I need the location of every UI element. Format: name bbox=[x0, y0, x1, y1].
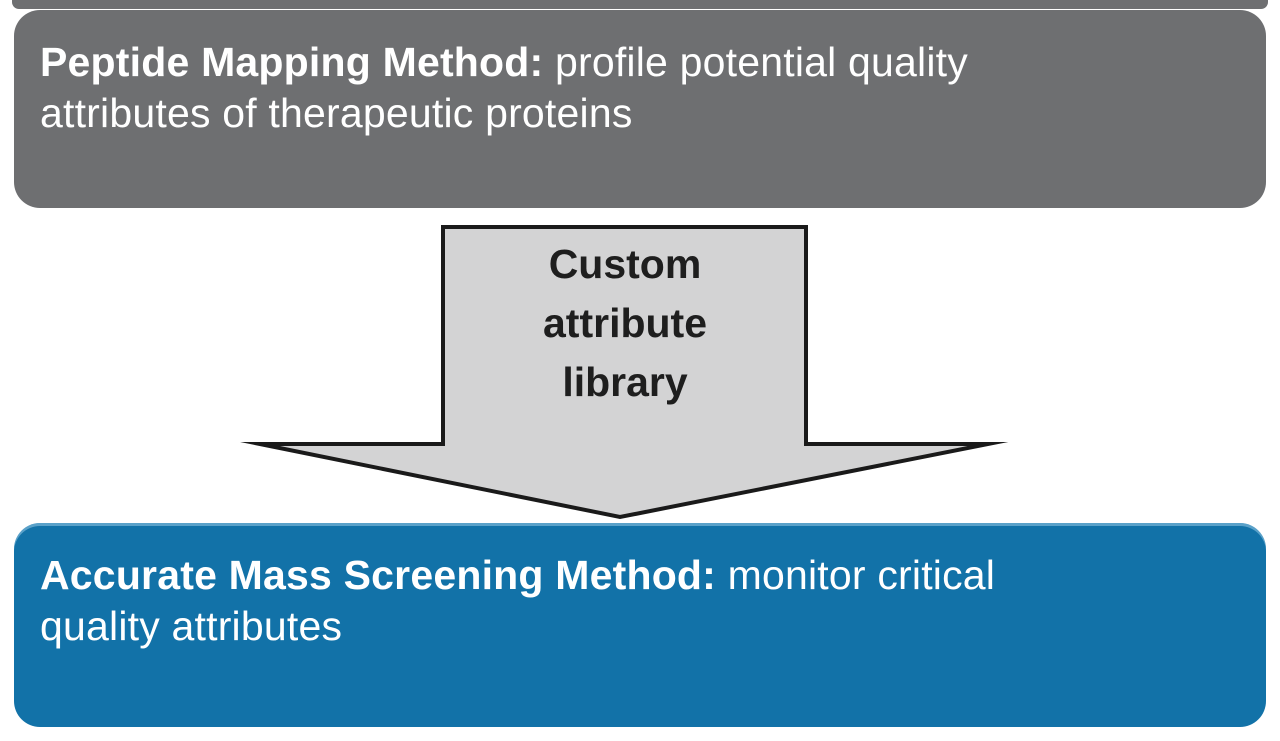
arrow-label-line3: library bbox=[562, 359, 688, 405]
arrow-label: Custom attribute library bbox=[443, 235, 807, 412]
accurate-mass-box-text-line2: quality attributes bbox=[40, 603, 343, 649]
accurate-mass-box-title: Accurate Mass Screening Method: bbox=[40, 552, 717, 598]
peptide-mapping-box-text-line2: attributes of therapeutic proteins bbox=[40, 90, 633, 136]
arrow-label-line2: attribute bbox=[543, 300, 707, 346]
peptide-mapping-box-title: Peptide Mapping Method: bbox=[40, 39, 544, 85]
top-cropped-bar bbox=[12, 0, 1268, 9]
peptide-mapping-box: Peptide Mapping Method: profile potentia… bbox=[14, 10, 1266, 208]
peptide-mapping-box-text-line1: profile potential quality bbox=[543, 39, 968, 85]
accurate-mass-box-text-line1: monitor critical bbox=[716, 552, 996, 598]
arrow-label-line1: Custom bbox=[548, 241, 702, 287]
accurate-mass-box: Accurate Mass Screening Method: monitor … bbox=[14, 523, 1266, 727]
